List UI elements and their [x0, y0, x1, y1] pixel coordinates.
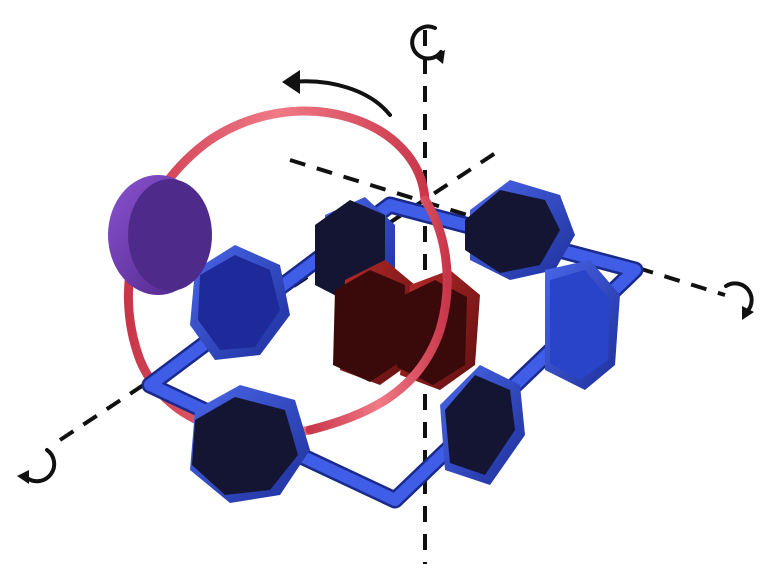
- hexagon-unit: [190, 385, 310, 503]
- hexagon-unit: [465, 180, 575, 280]
- hexagon-unit: [190, 245, 290, 360]
- hexagon-units: [190, 180, 620, 503]
- core-unit-left: [333, 260, 415, 385]
- core-units: [333, 260, 480, 390]
- hexagon-unit: [545, 260, 620, 390]
- rotation-arrow-icon: [17, 448, 57, 484]
- ring-front-arc: [305, 195, 452, 435]
- hexagon-unit: [440, 365, 525, 485]
- frame: [141, 196, 644, 509]
- rotation-arrow-icon: [410, 24, 445, 64]
- rotation-arrow-icon: [724, 281, 754, 320]
- stopper-disc: [108, 175, 212, 295]
- curved-arrow-icon: [282, 70, 392, 117]
- frame-top: [144, 199, 641, 506]
